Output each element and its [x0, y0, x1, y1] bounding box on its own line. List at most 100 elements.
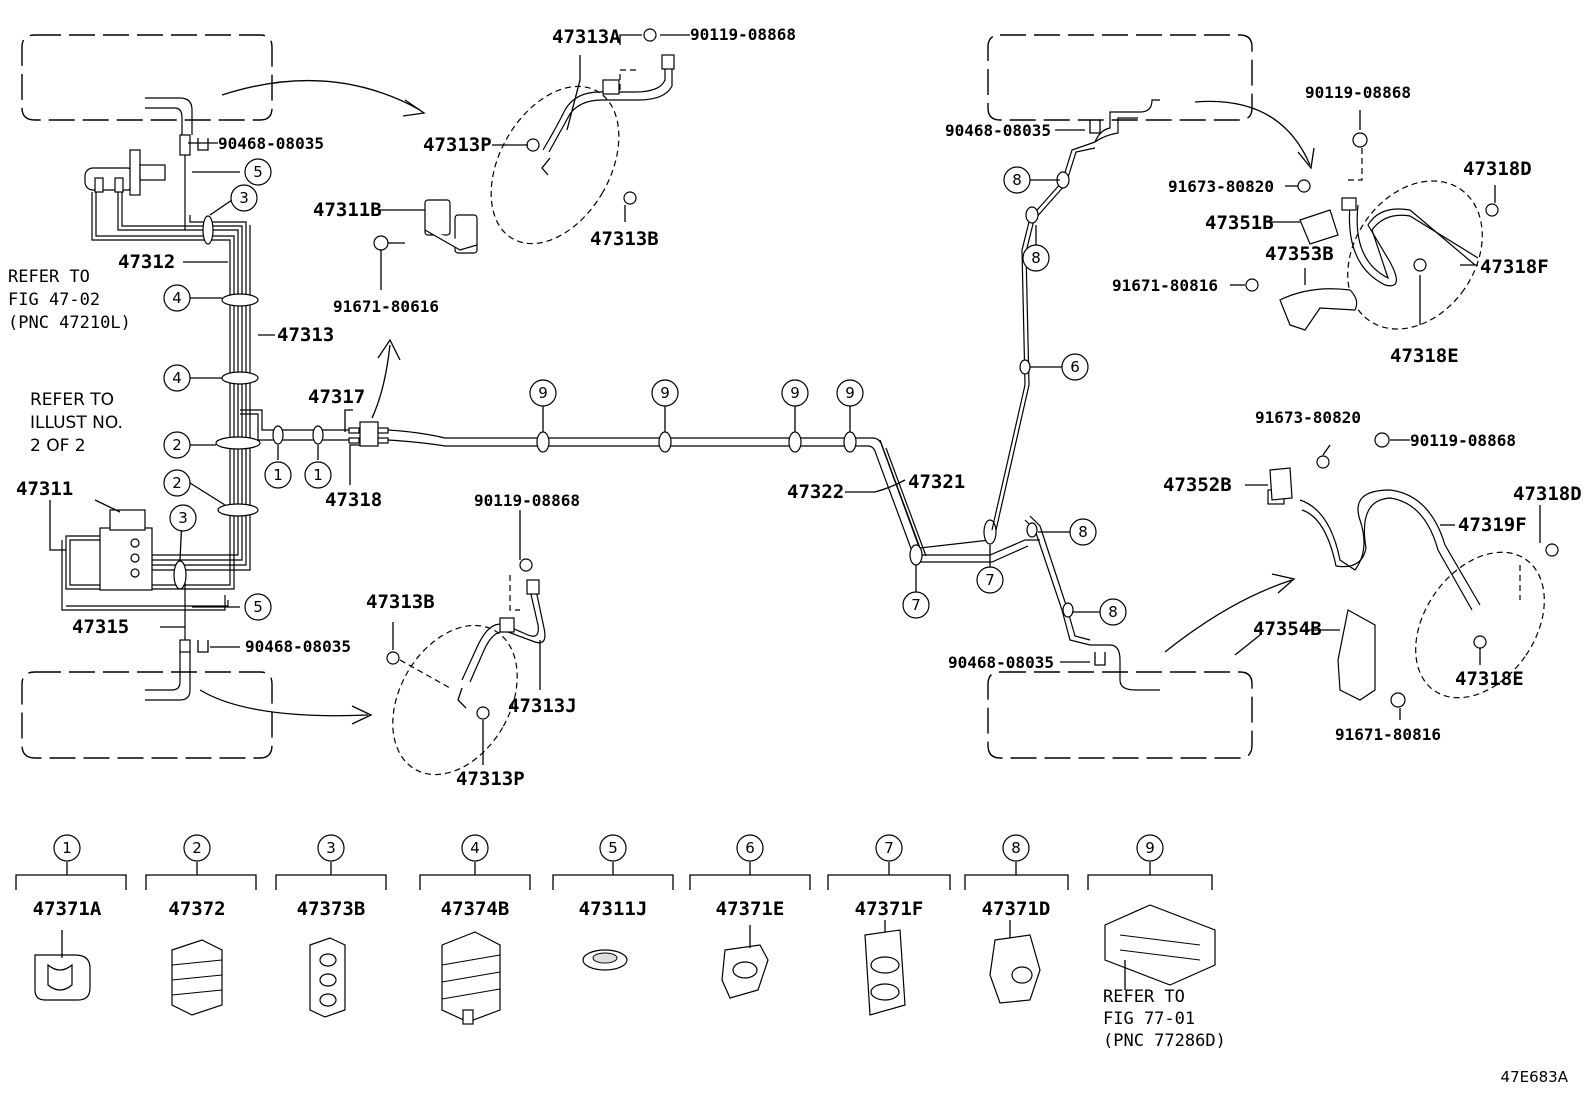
- arrow-front-right: [1194, 100, 1315, 170]
- callout-3: 3: [239, 189, 249, 207]
- legend-callout-3: 3: [326, 839, 336, 857]
- figure-id: 47E683A: [1501, 1068, 1569, 1086]
- legend-callout-9: 9: [1145, 839, 1155, 857]
- label-47318F: 47318F: [1480, 256, 1549, 278]
- svg-text:2 OF 2: 2 OF 2: [30, 436, 86, 456]
- wheel-box-rear-left: [21, 671, 273, 759]
- legend-part-47371E: 47371E: [716, 898, 785, 920]
- label-47319F: 47319F: [1458, 514, 1527, 536]
- legend-part-47372: 47372: [168, 898, 225, 920]
- hose-front-left: [145, 97, 193, 230]
- svg-text:(PNC 47210L): (PNC 47210L): [8, 313, 131, 333]
- clip-47371D-drawing: [989, 920, 1041, 1004]
- abs-actuator: [99, 509, 153, 591]
- callout-6: 6: [1070, 358, 1080, 376]
- clip-47373B-drawing: [309, 937, 346, 1018]
- part-labels: 47313A 90119-08868 47313P 47313B 47311B …: [16, 25, 1582, 790]
- label-91671-80816: 91671-80816: [1112, 276, 1218, 295]
- junction-47318: [348, 421, 389, 447]
- clip-90468-bottom-right: [1094, 652, 1106, 666]
- callout-7: 7: [985, 571, 995, 589]
- proportioning-valve: [84, 149, 166, 196]
- callout-8: 8: [1012, 171, 1022, 189]
- callout-8: 8: [1031, 249, 1041, 267]
- label-91671-80616: 91671-80616: [333, 297, 439, 316]
- label-47313: 47313: [277, 324, 334, 346]
- arrow-rear-right: [1164, 573, 1296, 653]
- callout-1: 1: [273, 466, 283, 484]
- clip-ovals-main: [536, 431, 997, 566]
- label-47313P: 47313P: [423, 134, 492, 156]
- label-47311B: 47311B: [313, 199, 382, 221]
- callout-circles: 5 3 4 4 2 2 3 5 1 1 9 9 9 9 7 7 8 8 6 8 …: [163, 158, 1127, 626]
- bracket-47311B: [373, 199, 478, 254]
- label-47313B: 47313B: [366, 591, 435, 613]
- clip-legend: 1 2 3 4 5 6 7 8 9 47371A 47372 47373B 47…: [15, 834, 1226, 1051]
- hose-detail-47318F: [1245, 132, 1499, 331]
- refer-note-left: REFER TO FIG 47-02 (PNC 47210L): [8, 267, 131, 333]
- label-47354B: 47354B: [1253, 618, 1322, 640]
- clip-ovals-left: [173, 215, 324, 590]
- label-47318E: 47318E: [1390, 345, 1459, 367]
- wheel-box-front-right: [987, 34, 1253, 121]
- callout-9: 9: [538, 384, 548, 402]
- label-90468-08035: 90468-08035: [218, 134, 324, 153]
- legend-callout-5: 5: [608, 839, 618, 857]
- hose-detail-47313J: [386, 558, 546, 776]
- clip-47372-drawing: [171, 939, 223, 1016]
- wheel-box-front-left: [21, 34, 273, 121]
- arrow-rear-left: [199, 689, 373, 725]
- legend-part-47374B: 47374B: [441, 898, 510, 920]
- label-47318: 47318: [325, 489, 382, 511]
- clip-47371E-drawing: [721, 925, 769, 999]
- clip-47374B-drawing: [441, 931, 501, 1025]
- callout-5: 5: [253, 163, 263, 181]
- label-90468-08035: 90468-08035: [948, 653, 1054, 672]
- label-90119-08868: 90119-08868: [1410, 431, 1516, 450]
- legend-callout-8: 8: [1011, 839, 1021, 857]
- label-47313P: 47313P: [456, 768, 525, 790]
- label-47353B: 47353B: [1265, 243, 1334, 265]
- label-90119-08868: 90119-08868: [474, 491, 580, 510]
- svg-text:REFER TO: REFER TO: [30, 390, 114, 410]
- clip-9-drawing: [1104, 904, 1216, 990]
- callout-3: 3: [178, 509, 188, 527]
- clip-47371A-drawing: [34, 930, 91, 1001]
- hose-rear-left: [145, 580, 191, 701]
- callout-9: 9: [660, 384, 670, 402]
- arrow-up-47317: [371, 338, 401, 419]
- svg-text:FIG 47-02: FIG 47-02: [8, 290, 100, 310]
- hose-detail-47313A: [490, 28, 675, 245]
- legend-callout-6: 6: [745, 839, 755, 857]
- label-47318D: 47318D: [1513, 483, 1582, 505]
- callout-1: 1: [313, 466, 323, 484]
- legend-callout-2: 2: [192, 839, 202, 857]
- grommet-47311J-drawing: [582, 949, 628, 971]
- legend-part-47371F: 47371F: [855, 898, 924, 920]
- callout-7: 7: [911, 596, 921, 614]
- clip-ovals-right: [1019, 171, 1074, 618]
- clip-90468-top-right: [1089, 120, 1101, 134]
- svg-text:FIG 77-01: FIG 77-01: [1103, 1009, 1195, 1029]
- label-91671-80816: 91671-80816: [1335, 725, 1441, 744]
- callout-4: 4: [172, 289, 182, 307]
- label-47313B: 47313B: [590, 228, 659, 250]
- legend-part-47311J: 47311J: [579, 898, 648, 920]
- legend-part-47371A: 47371A: [33, 898, 102, 920]
- pipe-bundle-47313: [61, 192, 360, 611]
- callout-8: 8: [1108, 603, 1118, 621]
- clip-47371F-drawing: [864, 920, 906, 1016]
- svg-text:(PNC 77286D): (PNC 77286D): [1103, 1031, 1226, 1051]
- hose-detail-47319F: [1267, 432, 1559, 708]
- legend-callout-1: 1: [62, 839, 72, 857]
- callout-4: 4: [172, 369, 182, 387]
- legend-part-47373B: 47373B: [297, 898, 366, 920]
- label-47311: 47311: [16, 478, 73, 500]
- label-47322: 47322: [787, 481, 844, 503]
- clip-90468-bottom-left: [197, 640, 209, 653]
- refer-note-clip9: REFER TO: [1103, 987, 1185, 1007]
- label-90468-08035: 90468-08035: [245, 637, 351, 656]
- arrow-front-left: [221, 79, 426, 117]
- callout-2: 2: [172, 436, 182, 454]
